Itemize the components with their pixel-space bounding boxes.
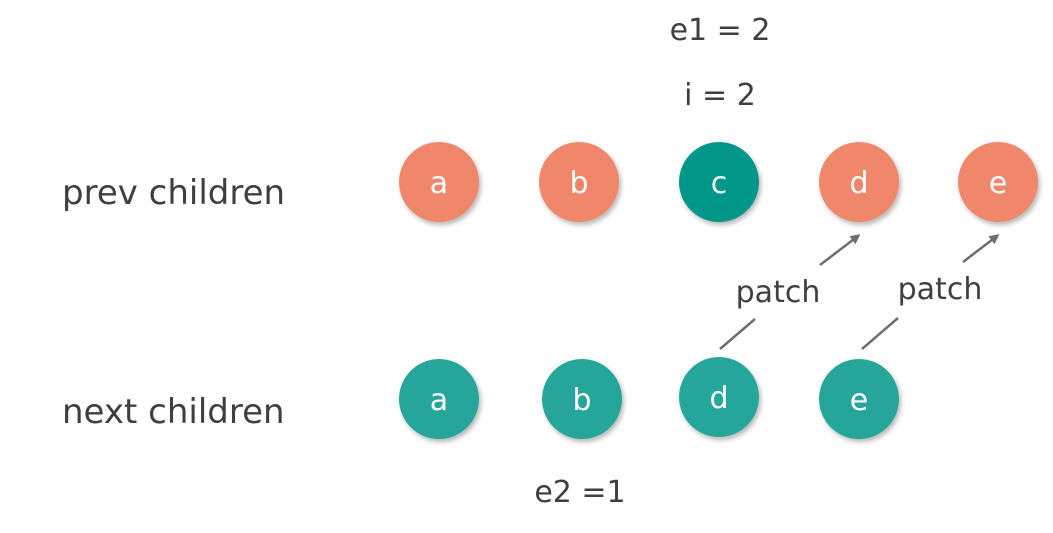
next-node-a: a: [399, 359, 479, 439]
patch-edge-d-label: patch: [736, 275, 821, 310]
patch-edge-e-arrow: [962, 234, 1000, 263]
next-children-label: next children: [62, 392, 285, 432]
prev-children-label: prev children: [62, 173, 285, 213]
next-children-row: a b d e: [399, 357, 899, 439]
prev-node-a: a: [399, 142, 479, 222]
next-node-d: d: [679, 357, 759, 437]
patch-edge-e-lower-line: [861, 317, 899, 350]
prev-node-b: b: [539, 142, 619, 222]
patch-edge-d-lower-line: [719, 318, 756, 350]
next-node-e-label: e: [850, 383, 868, 418]
next-node-d-label: d: [709, 381, 728, 416]
next-node-a-label: a: [430, 383, 448, 418]
patch-edge-d: patch: [719, 234, 861, 350]
patch-edge-e: patch: [861, 234, 1000, 350]
next-node-b: b: [542, 359, 622, 439]
prev-node-a-label: a: [430, 166, 448, 201]
patch-edge-e-label: patch: [898, 272, 983, 307]
prev-node-d: d: [819, 142, 899, 222]
patch-edge-d-arrow: [819, 234, 861, 266]
e2-label: e2 =1: [534, 475, 625, 510]
prev-node-c: c: [679, 142, 759, 222]
prev-node-b-label: b: [569, 166, 588, 201]
next-node-e: e: [819, 359, 899, 439]
prev-children-row: a b c d e: [399, 142, 1038, 222]
prev-node-c-label: c: [711, 166, 728, 201]
e1-label: e1 = 2: [670, 13, 771, 48]
next-node-b-label: b: [572, 383, 591, 418]
prev-node-e: e: [958, 142, 1038, 222]
prev-node-e-label: e: [989, 166, 1007, 201]
i-label: i = 2: [684, 78, 756, 113]
prev-node-d-label: d: [849, 166, 868, 201]
